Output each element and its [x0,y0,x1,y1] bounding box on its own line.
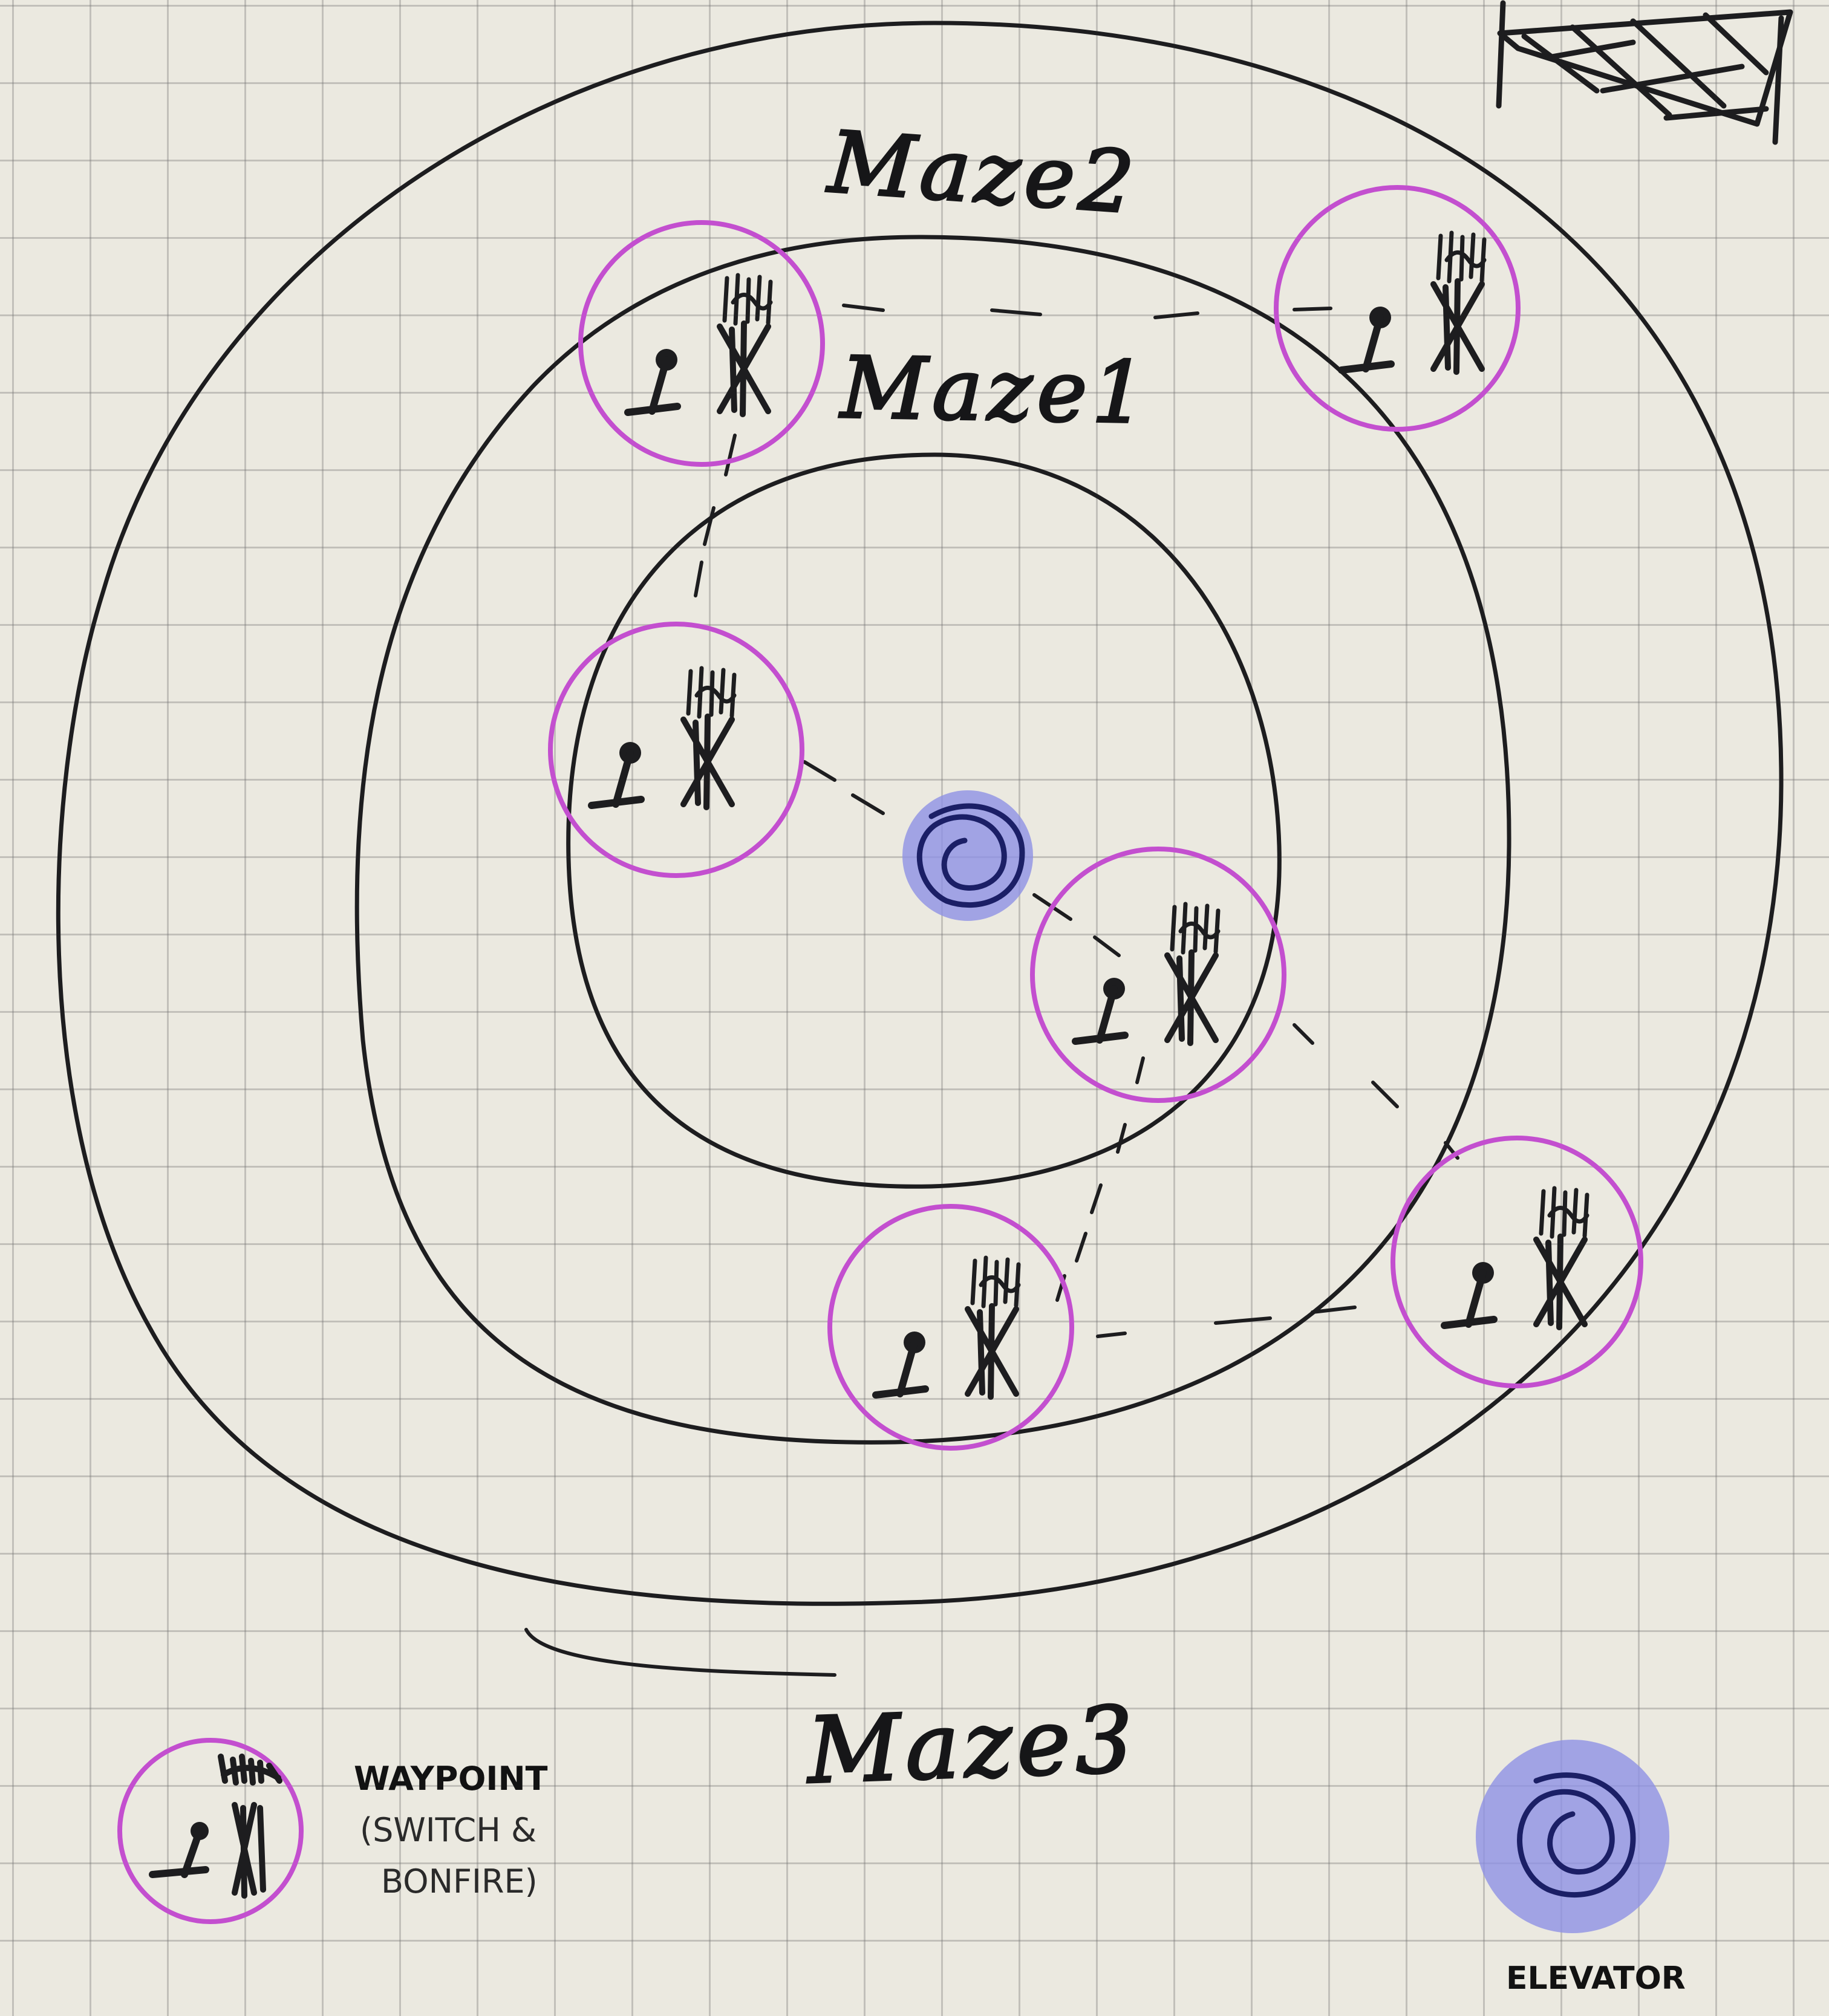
waypoint-legend-subtitle-line2: BONFIRE) [381,1862,538,1901]
maze-3-label: Maze3 [804,1686,1141,1806]
waypoint-maze1-right [1030,847,1286,1103]
waypoint-maze2-top-left [578,220,825,467]
elevator-legend-icon [1476,1740,1669,1933]
maze-2-middle-ring [354,235,1511,1445]
maze-3-bottom-notch [524,1628,836,1677]
waypoint-maze2-bottom-right [1390,1136,1643,1388]
waypoint-maze2-bottom [827,1204,1074,1451]
waypoint-maze2-top-right [1274,185,1521,432]
maze-1-inner-ring [566,452,1282,1189]
waypoint-maze1-left [548,622,804,878]
maze-1-label: Maze1 [839,338,1153,444]
waypoint-legend-subtitle-line1: (SWITCH & [360,1811,537,1849]
elevator-legend-title: ELEVATOR [1506,1960,1686,1997]
waypoint-legend-title: WAYPOINT [354,1760,548,1798]
crossed-square-icon [1496,0,1793,145]
maze-3-outer-ring [56,21,1784,1606]
waypoint-path-dashes [694,304,1459,1338]
waypoint-icon [117,1738,304,1924]
elevator-icon [902,790,1033,921]
